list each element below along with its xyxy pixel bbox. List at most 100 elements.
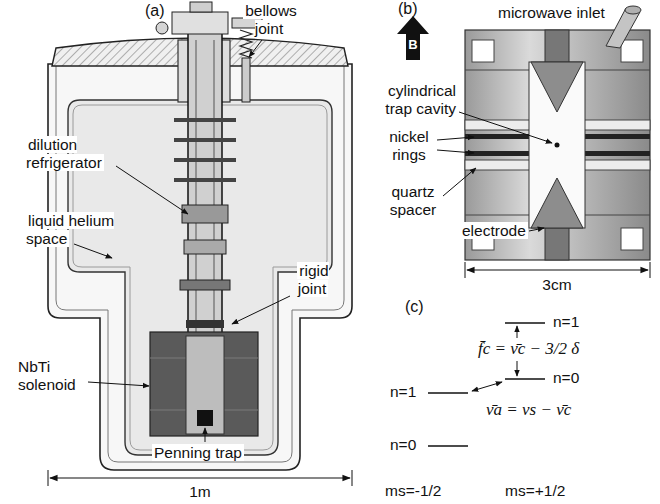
pump-line xyxy=(242,58,250,102)
mixing-chamber xyxy=(184,240,226,254)
dimension-tick xyxy=(48,470,49,486)
level-label-box: n=1 xyxy=(553,313,579,331)
part-label-box: electrode xyxy=(460,222,528,240)
part-label-box: nickel rings xyxy=(380,128,438,165)
leader-line xyxy=(205,428,206,442)
trap-cavity xyxy=(529,62,585,228)
level-label-box: n=1 xyxy=(390,383,416,401)
panel-letter: (c) xyxy=(405,298,424,315)
level-label-box: n=0 xyxy=(553,369,579,387)
rigid-joint-part xyxy=(186,320,224,328)
part-label: quartz spacer xyxy=(390,183,437,218)
spin-label: ms=-1/2 xyxy=(385,482,441,499)
transition-arrow xyxy=(472,382,502,391)
cryostat xyxy=(48,2,352,486)
part-label: nickel rings xyxy=(389,128,429,163)
part-label-box: rigid joint xyxy=(290,262,336,299)
dimension-label-box: 3cm xyxy=(542,276,571,294)
part-label: Penning trap xyxy=(152,444,244,461)
insert-line xyxy=(214,40,215,350)
trap-center xyxy=(555,143,560,148)
dimension-tick xyxy=(650,262,651,278)
solenoid xyxy=(150,332,258,436)
energy-level xyxy=(428,445,468,447)
part-label-box: dilution refrigerator xyxy=(26,136,118,173)
insert-line xyxy=(196,40,197,350)
coil-line xyxy=(224,410,258,411)
energy-level xyxy=(505,378,545,380)
leader-line xyxy=(437,150,474,153)
panel-letter: (b) xyxy=(398,0,418,17)
part-label-box: liquid helium space xyxy=(26,212,126,249)
part-label: microwave inlet xyxy=(498,4,605,21)
formula-label: f̄c = ν̄c − 3/2 δ xyxy=(478,339,579,358)
leader-line xyxy=(529,228,544,231)
baffle xyxy=(174,138,236,142)
dimension-tick xyxy=(465,262,466,278)
port xyxy=(156,22,168,34)
leader-line xyxy=(74,244,112,258)
energy-level xyxy=(505,322,545,324)
level-label: n=0 xyxy=(390,436,416,453)
window xyxy=(472,40,494,62)
leader-line xyxy=(249,40,262,57)
leader-line xyxy=(116,166,188,214)
part-label-box: quartz spacer xyxy=(383,183,443,220)
part-label-box: cylindrical trap cavity xyxy=(368,82,456,119)
panel-letter: (a) xyxy=(145,2,165,19)
part-label: cylindrical trap cavity xyxy=(385,82,456,117)
level-label-box: n=0 xyxy=(390,436,416,454)
coil-line xyxy=(150,358,186,359)
penning-trap xyxy=(197,410,213,426)
part-label: bellows joint xyxy=(243,2,297,37)
dimension-line xyxy=(50,477,350,478)
top-housing xyxy=(172,12,228,34)
trap-assembly xyxy=(397,6,650,278)
level-label: n=1 xyxy=(390,383,416,400)
part-label: NbTi solenoid xyxy=(18,358,76,393)
field-label-box: B xyxy=(408,37,417,52)
window xyxy=(621,40,643,62)
part-label-box: NbTi solenoid xyxy=(18,358,82,395)
panel-letter-box: (c) xyxy=(405,298,424,317)
dimension-label: 3cm xyxy=(542,276,571,293)
formula-label-box: ν̄a = νs − ν̄c xyxy=(486,400,571,420)
baffle xyxy=(174,118,236,122)
leader-line xyxy=(232,296,290,324)
part-label: liquid helium space xyxy=(26,212,114,247)
level-label: n=1 xyxy=(553,313,579,330)
leader-line xyxy=(437,137,474,140)
bore xyxy=(545,228,569,260)
dimension-label-box: 1m xyxy=(189,483,211,501)
leader-line xyxy=(88,382,149,386)
panel-letter-box: (b) xyxy=(398,0,418,19)
insert-tube xyxy=(188,30,222,360)
level-label: n=0 xyxy=(553,369,579,386)
cold-plate xyxy=(180,280,230,290)
energy-level xyxy=(428,392,468,394)
part-label-box: bellows joint xyxy=(240,2,300,39)
dimension-line xyxy=(467,269,648,270)
baffle xyxy=(174,158,236,162)
top-valve xyxy=(190,2,212,12)
bore xyxy=(545,30,569,62)
cone xyxy=(531,62,583,112)
transition-arrow xyxy=(517,361,518,376)
bellows xyxy=(240,30,252,58)
part-label: dilution refrigerator xyxy=(26,136,104,171)
spin-label-box: ms=+1/2 xyxy=(505,482,565,500)
transition-arrow xyxy=(517,326,518,338)
part-label-box: Penning trap xyxy=(152,444,244,462)
coil-line xyxy=(224,358,258,359)
coil-line xyxy=(150,410,186,411)
panel-letter-box: (a) xyxy=(145,2,165,21)
solenoid-bore xyxy=(186,336,224,434)
spin-label: ms=+1/2 xyxy=(505,482,565,499)
formula-label: ν̄a = νs − ν̄c xyxy=(486,400,571,419)
leader-line xyxy=(459,112,552,143)
formula-label-box: f̄c = ν̄c − 3/2 δ xyxy=(478,339,579,359)
part-label-box: microwave inlet xyxy=(498,4,605,22)
